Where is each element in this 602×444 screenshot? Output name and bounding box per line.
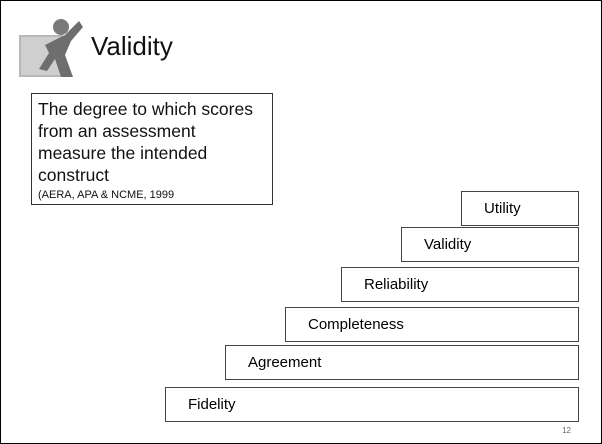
step-label: Completeness — [308, 316, 404, 333]
step-label: Utility — [484, 200, 521, 217]
step-label: Agreement — [248, 354, 322, 371]
step-utility: Utility — [461, 191, 579, 226]
step-label: Fidelity — [188, 396, 236, 413]
step-validity: Validity — [401, 227, 579, 262]
step-label: Reliability — [364, 276, 429, 293]
definition-citation: (AERA, APA & NCME, 1999 — [38, 189, 175, 201]
step-reliability: Reliability — [341, 267, 579, 302]
definition-text: The degree to which scores from an asses… — [38, 99, 253, 185]
step-agreement: Agreement — [225, 345, 579, 380]
logo-icon — [19, 19, 83, 77]
slide-title: Validity — [91, 31, 173, 61]
definition-box: The degree to which scores from an asses… — [31, 93, 273, 205]
step-fidelity: Fidelity — [165, 387, 579, 422]
step-completeness: Completeness — [285, 307, 579, 342]
step-label: Validity — [424, 236, 472, 253]
page-number: 12 — [562, 426, 571, 435]
